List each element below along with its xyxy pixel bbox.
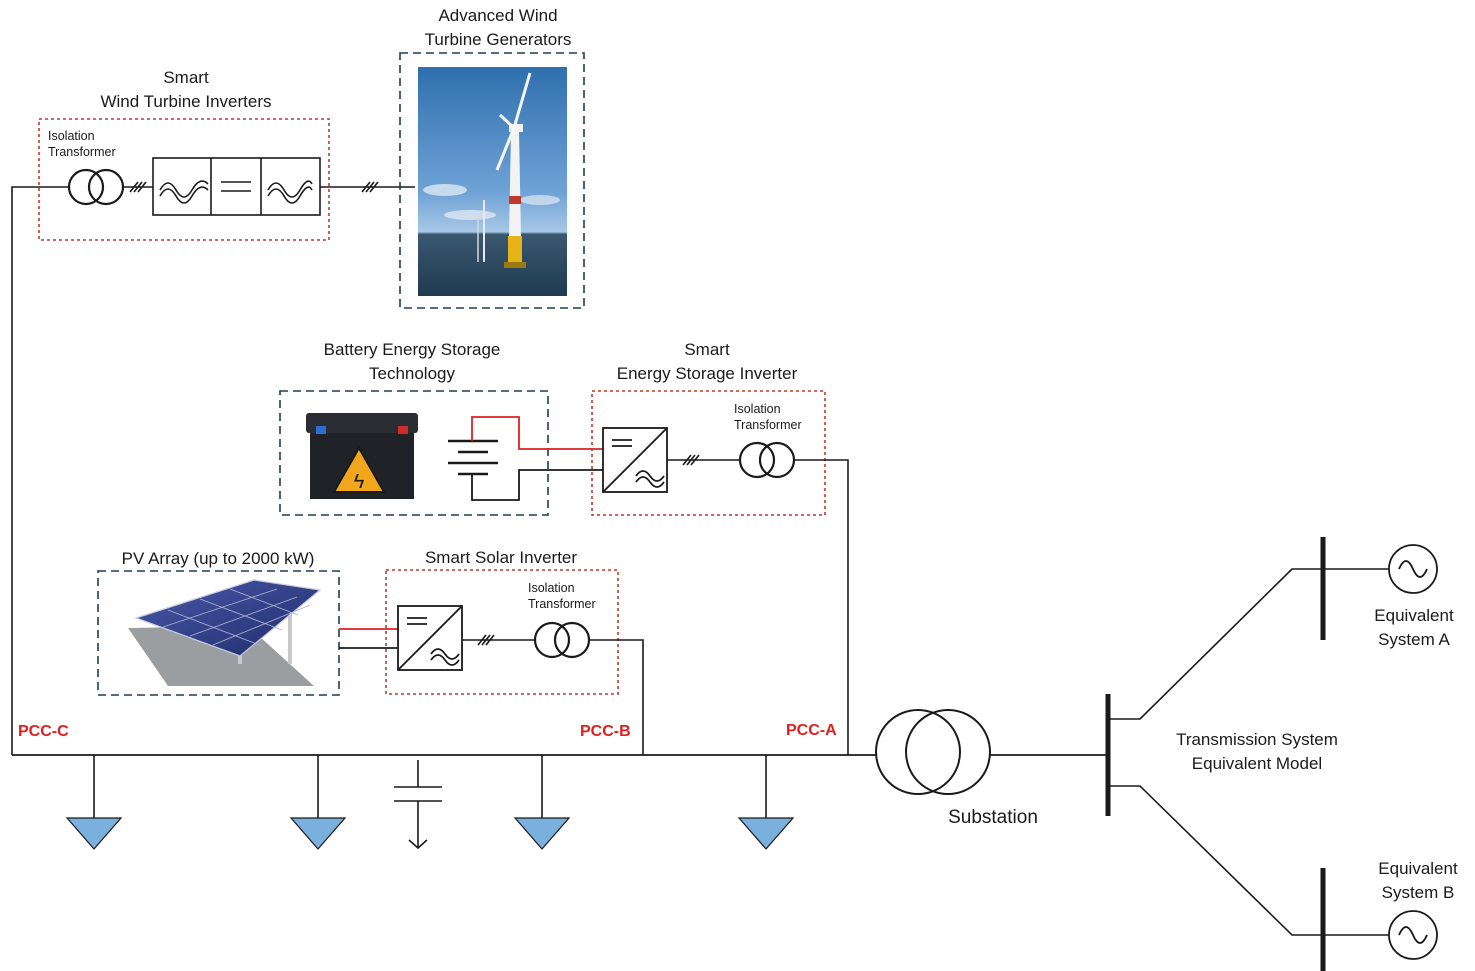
- battery-symbol-icon: [448, 439, 498, 476]
- capacitor-icon: [394, 760, 442, 850]
- ssi-iso-label-1: Isolation: [528, 581, 575, 595]
- eq-a-label-line2: System A: [1378, 630, 1450, 649]
- pv-box: [97, 570, 340, 696]
- pcc-c-label: PCC-C: [18, 723, 69, 740]
- tse-label-line2: Equivalent Model: [1192, 754, 1322, 773]
- battery-icon: ϟ: [306, 413, 418, 499]
- wind-turbine-photo: [418, 67, 567, 296]
- wti-wires: [11, 181, 415, 755]
- ground-icon: [65, 755, 123, 850]
- ac-source-a-icon: [1388, 544, 1438, 594]
- substation-label: Substation: [948, 807, 1038, 828]
- wti-title-line2: Wind Turbine Inverters: [100, 92, 271, 111]
- substation-transformer-icon: [875, 709, 991, 795]
- ssi-wires: [462, 634, 644, 755]
- pv-title: PV Array (up to 2000 kW): [122, 549, 315, 568]
- ground-icon: [289, 755, 347, 850]
- pcc-a-label: PCC-A: [786, 722, 837, 739]
- transmission-lines: [1108, 568, 1323, 936]
- esi-iso-label-1: Isolation: [734, 402, 781, 416]
- ssi-box: [385, 569, 619, 695]
- esi-box: [591, 390, 826, 516]
- pv-wires: [339, 628, 398, 649]
- ssi-transformer-icon: [533, 621, 591, 659]
- pcc-b-label: PCC-B: [580, 723, 631, 740]
- bess-title-line2: Technology: [369, 364, 456, 383]
- wti-transformer-icon: [67, 168, 125, 206]
- wtg-title-line1: Advanced Wind: [438, 6, 557, 25]
- esi-title-line1: Smart: [684, 340, 730, 359]
- wtg-box: [399, 52, 585, 309]
- bess-box: [279, 390, 549, 516]
- tse-label-line1: Transmission System: [1176, 730, 1338, 749]
- ssi-converter-icon: [397, 605, 463, 671]
- wti-title-line1: Smart: [163, 68, 209, 87]
- wti-iso-label-2: Transformer: [48, 145, 116, 159]
- pv-array-icon: [128, 579, 322, 686]
- wti-converter-icon: [152, 157, 321, 216]
- ssi-iso-label-2: Transformer: [528, 597, 596, 611]
- ssi-title: Smart Solar Inverter: [425, 548, 577, 567]
- esi-iso-label-2: Transformer: [734, 418, 802, 432]
- esi-transformer-icon: [738, 441, 796, 479]
- bess-title-line1: Battery Energy Storage: [324, 340, 501, 359]
- wti-box: [38, 118, 330, 241]
- eq-a-label-line1: Equivalent: [1374, 606, 1454, 625]
- wtg-title-line2: Turbine Generators: [425, 30, 572, 49]
- ground-icon: [513, 755, 571, 850]
- esi-converter-icon: [602, 427, 668, 493]
- eq-b-label-line2: System B: [1382, 883, 1455, 902]
- esi-title-line2: Energy Storage Inverter: [617, 364, 798, 383]
- wti-iso-label-1: Isolation: [48, 129, 95, 143]
- eq-b-label-line1: Equivalent: [1378, 859, 1458, 878]
- svg-text:ϟ: ϟ: [354, 471, 365, 493]
- ac-source-b-icon: [1388, 910, 1438, 960]
- bess-wires: [471, 416, 603, 501]
- esi-wires: [667, 454, 849, 755]
- ground-icon: [737, 755, 795, 850]
